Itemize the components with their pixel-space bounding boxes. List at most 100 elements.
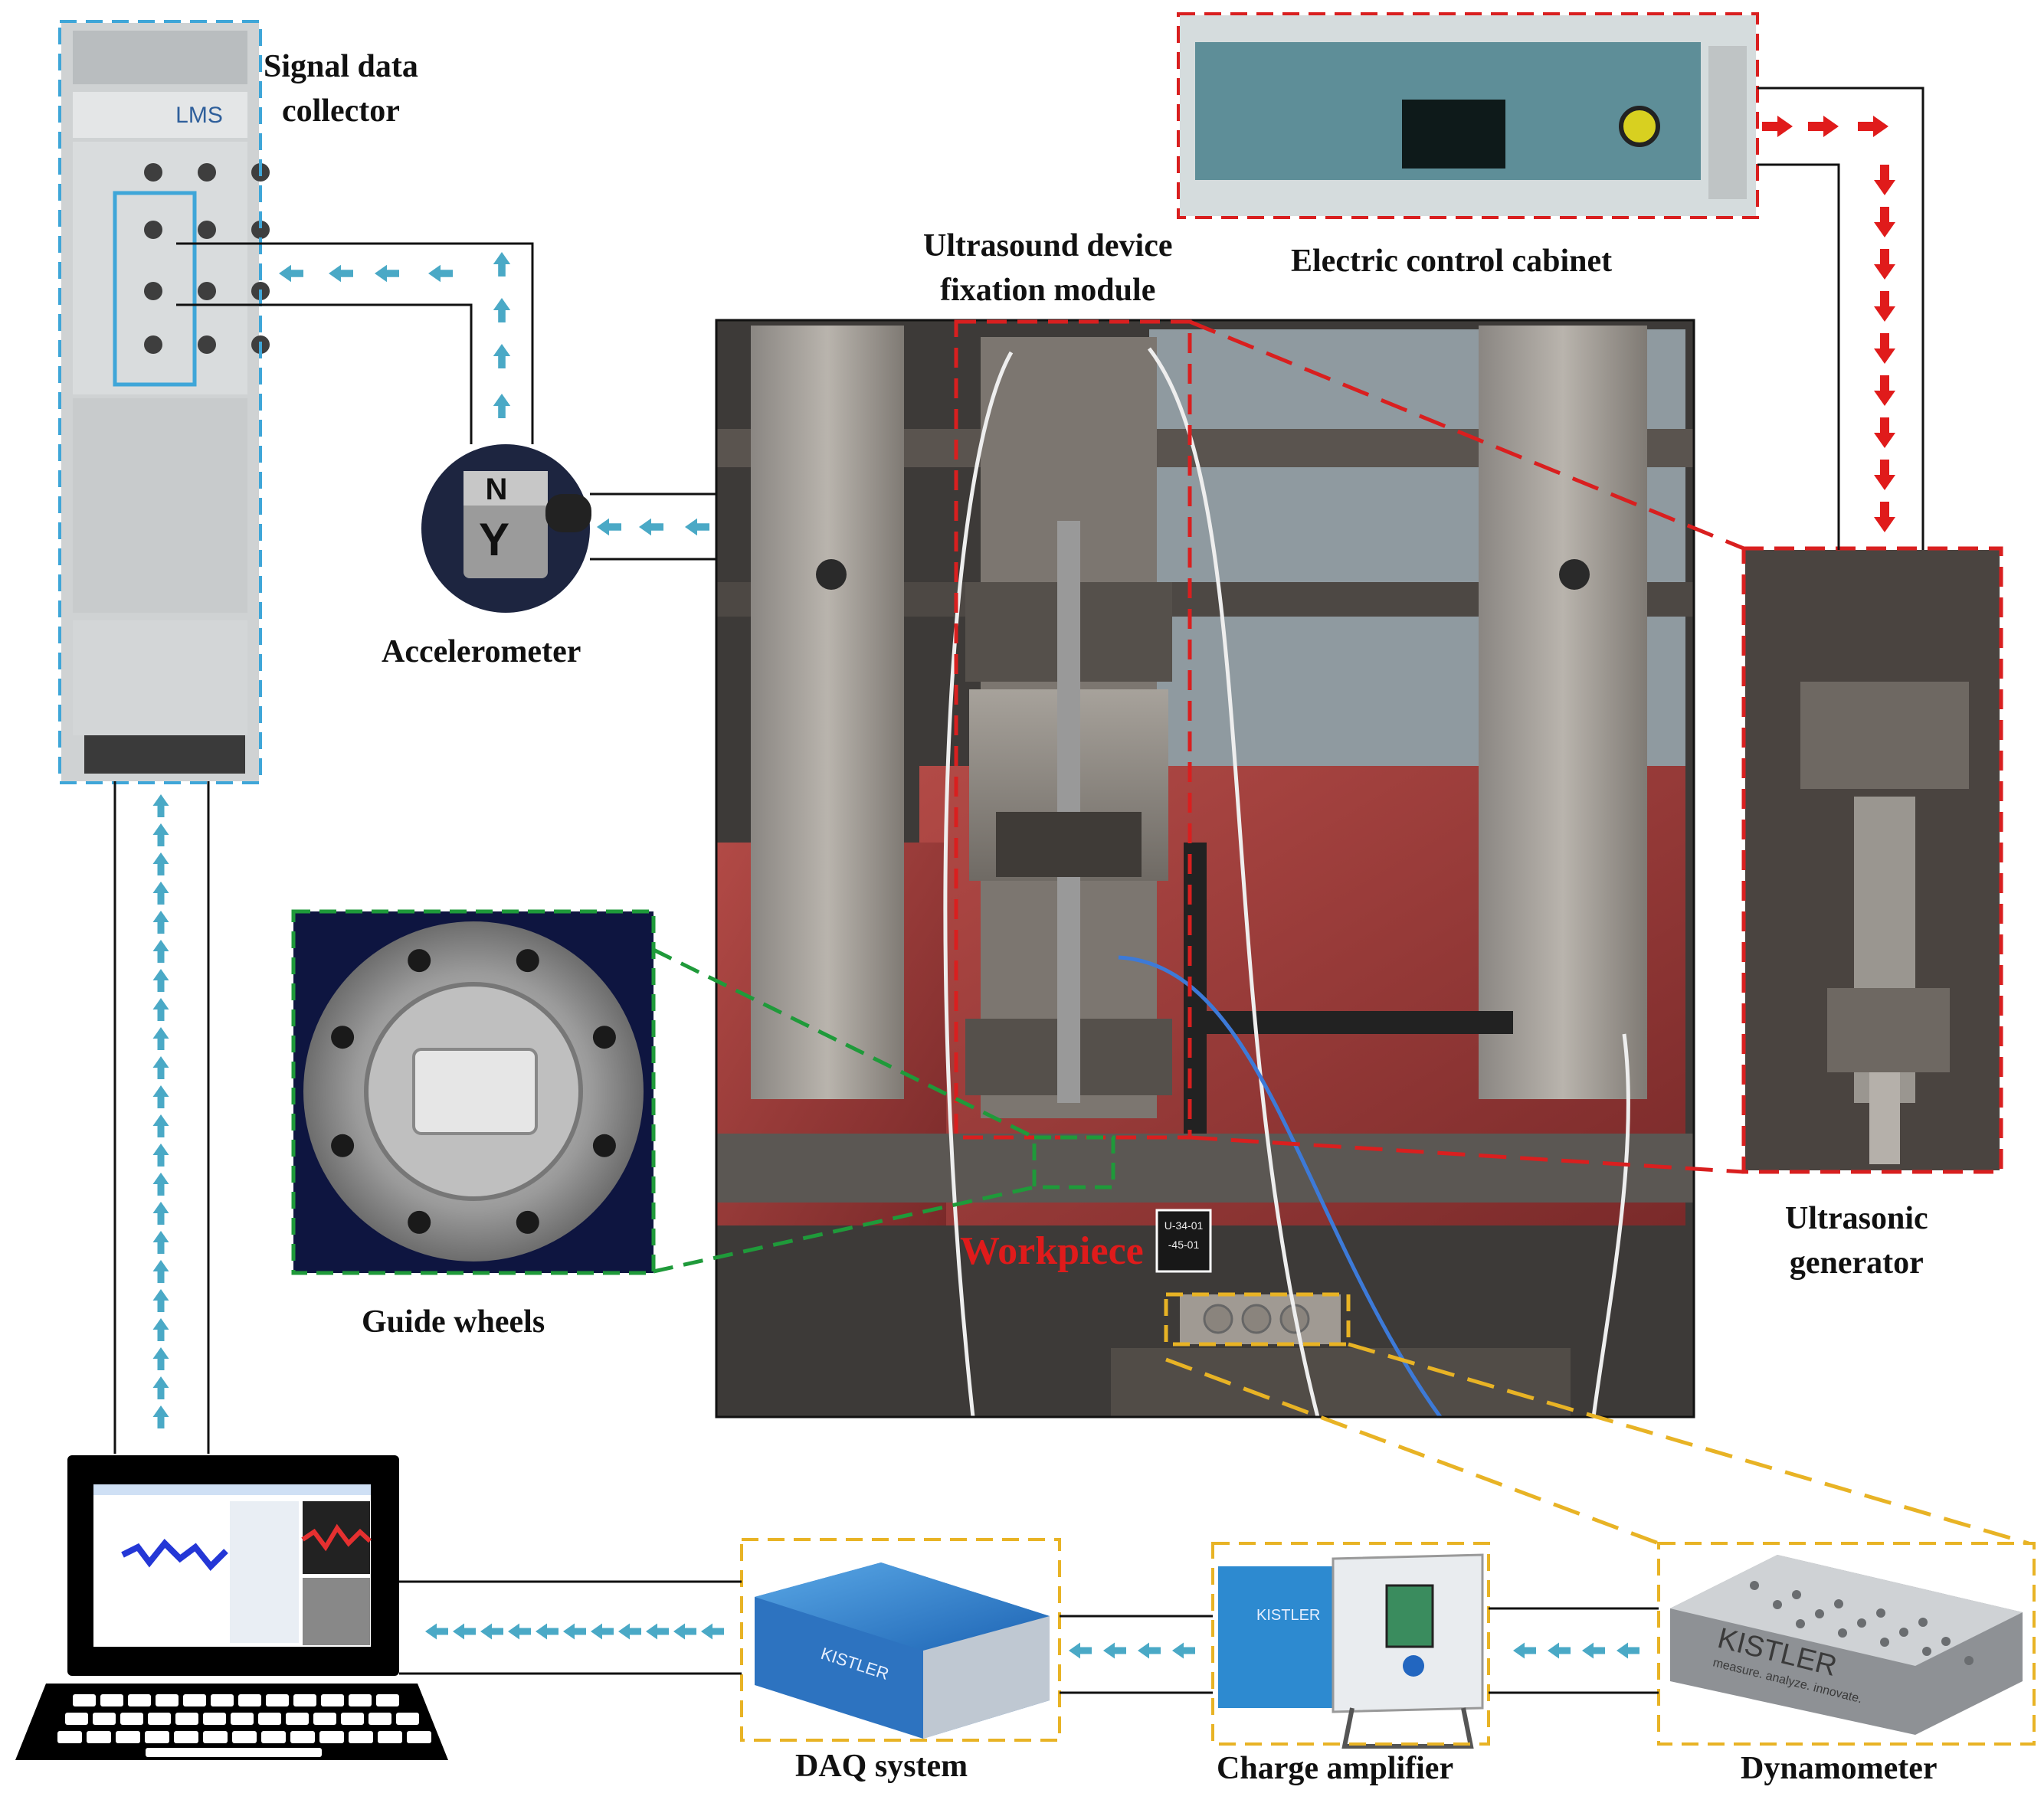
power-flow-arrow-icon [1874, 502, 1895, 532]
wheel-bolt [516, 949, 539, 973]
accelerometer-sensor: N Y [421, 444, 591, 613]
wheel-bolt [516, 1210, 539, 1234]
signal-flow-arrow-icon [152, 1231, 169, 1254]
signal-wires [113, 87, 1924, 1694]
signal-flow-arrow-icon [152, 1347, 169, 1370]
keyboard-key [73, 1694, 96, 1706]
mount-hole [1876, 1608, 1885, 1618]
fixation-to-generator-links [1189, 319, 1744, 1174]
charge-amplifier-device: KISTLER [1211, 1542, 1490, 1749]
keyboard-key [57, 1731, 82, 1743]
signal-flow-arrow-icon [597, 518, 621, 536]
keyboard-key [93, 1713, 116, 1725]
bnc-port [198, 335, 216, 354]
keyboard-key [174, 1731, 198, 1743]
wheel-bolt [408, 949, 431, 973]
input-channel-highlight [113, 191, 197, 387]
keyboard-key [203, 1713, 226, 1725]
workpiece-label: Workpiece [960, 1229, 1144, 1273]
guide-wheels-label: Guide wheels [362, 1304, 545, 1340]
keyboard-key [148, 1713, 171, 1725]
machining-setup-photo: U-34-01 -45-01 [715, 319, 1695, 1419]
daq-system-label: DAQ system [795, 1749, 968, 1784]
guide-wheel-highlight [1032, 1135, 1115, 1189]
keyboard-key [120, 1713, 143, 1725]
daq-system-device: KISTLER [740, 1538, 1061, 1742]
signal-flow-arrow-icon [1103, 1642, 1126, 1659]
lms-logo: LMS [175, 103, 223, 128]
signal-flow-arrow-icon [152, 1405, 169, 1428]
keyboard-key [258, 1713, 281, 1725]
mount-hole [1838, 1628, 1847, 1638]
guide-wheel-zoom [291, 909, 1036, 1275]
signal-collector-label-line2: collector [282, 93, 400, 129]
generator-frame [1741, 546, 2003, 1174]
keyboard-key [65, 1713, 88, 1725]
signal-flow-arrow-icon [1138, 1642, 1161, 1659]
signal-flow-arrow-icon [375, 264, 399, 283]
signal-data-collector: LMS [58, 20, 270, 784]
dynamometer-highlight [1164, 1292, 1351, 1347]
power-flow-arrow-icon [1762, 116, 1793, 137]
accelerometer-label: Accelerometer [382, 634, 581, 669]
signal-flow-arrow-icon [453, 1623, 476, 1640]
power-flow-arrow-icon [1874, 207, 1895, 237]
mount-hole [1796, 1619, 1805, 1628]
power-flow-arrow-icon [1874, 375, 1895, 406]
power-flow-arrow-icon [1874, 165, 1895, 195]
laptop-computer [15, 1455, 448, 1760]
mount-hole [1880, 1638, 1889, 1647]
power-flow-arrow-icon [1874, 417, 1895, 448]
ultrasound-fixation-label: Ultrasound device fixation module [923, 224, 1173, 312]
signal-flow-arrow-icon [152, 998, 169, 1021]
signal-flow-arrow-icon [279, 264, 303, 283]
keyboard-key [290, 1731, 315, 1743]
ultrasound-fixation-label-line1: Ultrasound device [923, 228, 1173, 263]
keyboard-key [238, 1694, 261, 1706]
signal-flow-arrow-icon [1069, 1642, 1092, 1659]
keyboard-key [349, 1694, 372, 1706]
keyboard-key [175, 1713, 198, 1725]
daq-frame [740, 1538, 1061, 1742]
kistler-amp-logo: KISTLER [1256, 1607, 1320, 1624]
mount-hole [1964, 1656, 1974, 1665]
keyboard-key [87, 1731, 111, 1743]
signal-collector-label-line1: Signal data [264, 49, 418, 84]
keyboard-key [378, 1731, 402, 1743]
mount-hole [1750, 1581, 1759, 1590]
keyboard-spacebar [146, 1748, 322, 1757]
ultrasound-fixation-label-line2: fixation module [940, 273, 1156, 308]
wheel-bolt [331, 1026, 355, 1049]
signal-flow-arrow-icon [152, 1318, 169, 1341]
signal-collector-label: Signal data collector [264, 44, 418, 133]
ultrasonic-generator-label-line2: generator [1789, 1245, 1924, 1281]
keyboard-key [293, 1694, 316, 1706]
signal-flow-arrow-icon [152, 1376, 169, 1399]
power-flow-arrow-icon [1874, 249, 1895, 280]
signal-flow-arrow-icon [152, 911, 169, 934]
signal-flow-arrow-icon [480, 1623, 503, 1640]
signal-flow-arrow-icon [1582, 1642, 1605, 1659]
signal-flow-arrow-icon [152, 823, 169, 846]
signal-flow-arrow-icon [508, 1623, 531, 1640]
accel-mark-top: N [486, 473, 508, 506]
guide-wheel-frame [291, 909, 656, 1275]
signal-flow-arrow-icon [493, 344, 511, 368]
ultrasonic-generator-label-line1: Ultrasonic [1785, 1201, 1928, 1236]
dynamometer-device: KISTLER measure. analyze. innovate. [1165, 1342, 2036, 1746]
workpiece-tag-line2: -45-01 [1168, 1239, 1200, 1251]
wheel-bolt [408, 1210, 431, 1234]
bnc-port [251, 221, 270, 239]
signal-flow-arrow-icon [646, 1623, 669, 1640]
signal-flow-arrow-icon [152, 969, 169, 992]
signal-flow-arrow-icon [152, 852, 169, 875]
keyboard-key [341, 1713, 364, 1725]
signal-flow-arrow-icon [493, 394, 511, 418]
bnc-port [144, 163, 162, 182]
power-flow-arrow-icon [1874, 460, 1895, 490]
keyboard-key [183, 1694, 206, 1706]
keyboard-key [116, 1731, 140, 1743]
wheel-bolt [331, 1134, 355, 1157]
electric-control-cabinet [1177, 12, 1759, 219]
